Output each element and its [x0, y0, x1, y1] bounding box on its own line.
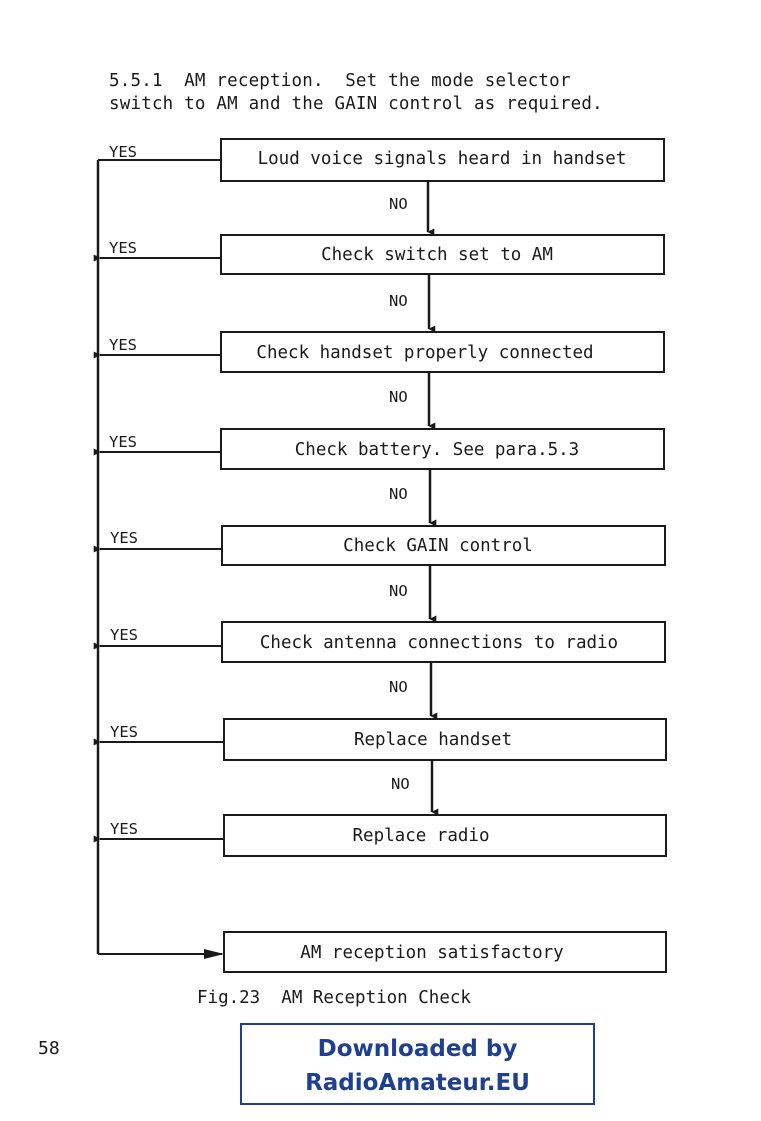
terminal-arrowhead [204, 949, 224, 959]
page-number: 58 [38, 1038, 60, 1059]
no-label-1: NO [389, 292, 408, 310]
step-box-0: Loud voice signals heard in handset [220, 138, 665, 182]
step-label-2: Check handset properly connected [256, 343, 593, 363]
step-box-6: Replace handset [223, 718, 667, 761]
intro-line-1: 5.5.1 AM reception. Set the mode selecto… [109, 71, 571, 91]
step-label-5: Check antenna connections to radio [260, 633, 618, 653]
no-label-4: NO [389, 582, 408, 600]
banner-line-1: Downloaded by [317, 1036, 518, 1062]
yes-label-1: YES [109, 239, 137, 257]
step-box-2: Check handset properly connected [220, 331, 665, 373]
no-label-5: NO [389, 678, 408, 696]
no-label-3: NO [389, 485, 408, 503]
download-banner: Downloaded by RadioAmateur.EU [240, 1023, 595, 1105]
yes-label-6: YES [110, 723, 138, 741]
no-label-6: NO [391, 775, 410, 793]
no-label-0: NO [389, 195, 408, 213]
step-box-1: Check switch set to AM [220, 234, 665, 275]
yes-label-7: YES [110, 820, 138, 838]
step-label-3: Check battery. See para.5.3 [295, 440, 579, 460]
intro-line-2: switch to AM and the GAIN control as req… [109, 94, 603, 114]
step-box-7: Replace radio [223, 814, 667, 857]
yes-label-2: YES [109, 336, 137, 354]
step-box-4: Check GAIN control [221, 525, 666, 566]
yes-label-4: YES [110, 529, 138, 547]
step-label-0: Loud voice signals heard in handset [258, 149, 627, 169]
step-label-6: Replace handset [354, 730, 512, 750]
step-label-1: Check switch set to AM [321, 245, 553, 265]
terminal-label: AM reception satisfactory [300, 943, 563, 963]
terminal-box: AM reception satisfactory [223, 931, 667, 973]
step-box-5: Check antenna connections to radio [221, 621, 666, 663]
yes-label-3: YES [109, 433, 137, 451]
figure-caption: Fig.23 AM Reception Check [197, 988, 471, 1008]
step-box-3: Check battery. See para.5.3 [220, 428, 665, 470]
banner-line-2: RadioAmateur.EU [305, 1070, 530, 1096]
intro-text: 5.5.1 AM reception. Set the mode selecto… [109, 70, 603, 116]
yes-label-0: YES [109, 143, 137, 161]
no-label-2: NO [389, 388, 408, 406]
step-label-4: Check GAIN control [343, 536, 533, 556]
yes-label-5: YES [110, 626, 138, 644]
step-label-7: Replace radio [353, 826, 490, 846]
